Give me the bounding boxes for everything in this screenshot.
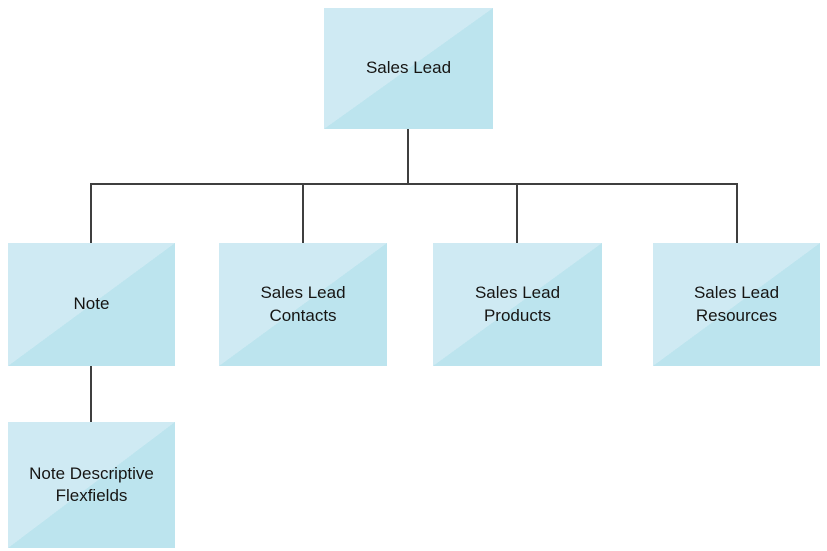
node-note-descriptive-flexfields: Note Descriptive Flexfields: [8, 422, 175, 548]
connector-note-to-flexfields: [90, 366, 92, 422]
node-note-descriptive-flexfields-label: Note Descriptive Flexfields: [29, 463, 154, 505]
node-sales-lead: Sales Lead: [324, 8, 493, 129]
node-sales-lead-label: Sales Lead: [365, 58, 452, 78]
node-note: Note: [8, 243, 175, 366]
node-note-label: Note: [73, 294, 110, 314]
connector-root-stem: [407, 129, 409, 184]
connector-drop-note: [90, 183, 92, 243]
node-sales-lead-products: Sales Lead Products: [433, 243, 602, 366]
node-sales-lead-resources-label: Sales Lead Resources: [693, 283, 780, 325]
connector-drop-contacts: [302, 183, 304, 243]
connector-drop-resources: [736, 183, 738, 243]
node-sales-lead-contacts: Sales Lead Contacts: [219, 243, 387, 366]
node-sales-lead-products-label: Sales Lead Products: [474, 283, 561, 325]
connector-horizontal-bus: [90, 183, 738, 185]
node-sales-lead-resources: Sales Lead Resources: [653, 243, 820, 366]
node-sales-lead-contacts-label: Sales Lead Contacts: [260, 283, 346, 325]
connector-drop-products: [516, 183, 518, 243]
